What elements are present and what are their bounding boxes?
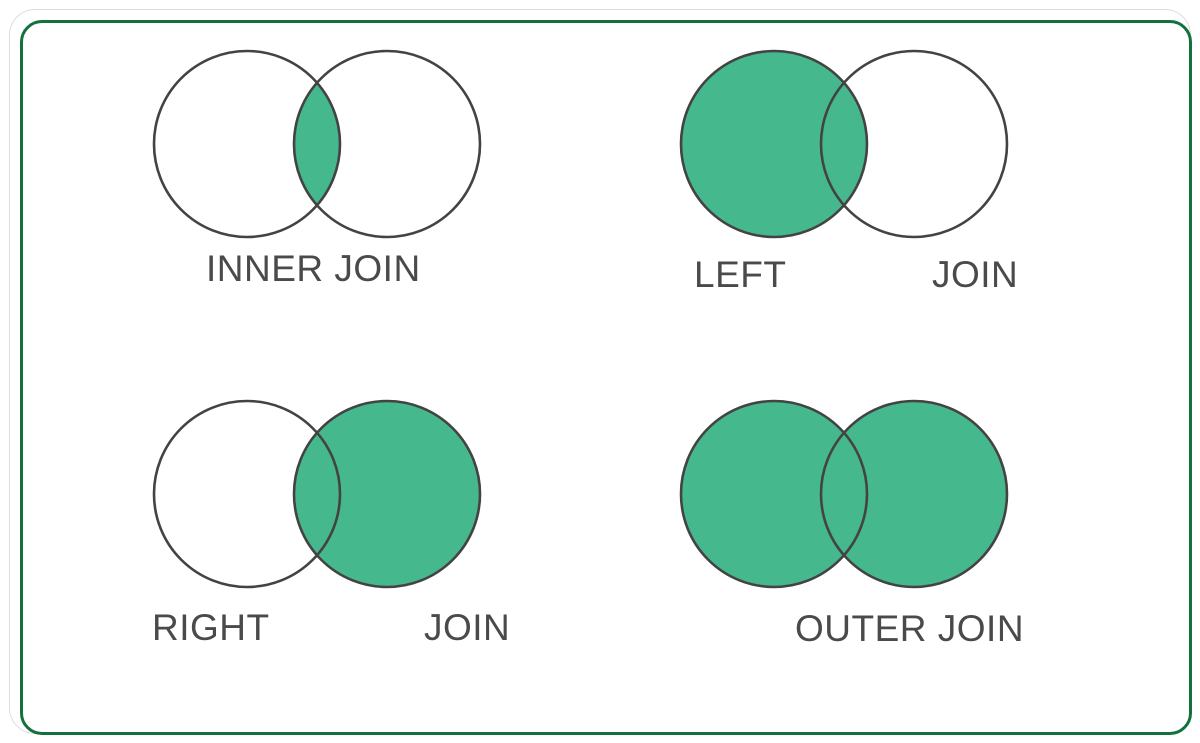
left-circle-outline: [679, 399, 869, 589]
venn-svg-left-join: [679, 49, 1009, 239]
venn-panel-left-join: [679, 46, 1009, 242]
label-right-word: RIGHT: [152, 607, 270, 648]
left-circle: [154, 401, 340, 587]
venn-svg-right-join: [152, 399, 482, 589]
right-circle: [821, 401, 1007, 587]
left-circle-outline: [152, 49, 342, 239]
right-circle-outline: [292, 399, 482, 589]
left-circle: [681, 51, 867, 237]
venn-panel-outer-join: [679, 396, 1009, 592]
venn-svg-outer-join: [679, 399, 1009, 589]
right-circle: [294, 401, 480, 587]
right-circle-outline: [819, 49, 1009, 239]
left-circle-outline: [152, 399, 342, 589]
right-circle: [294, 51, 480, 237]
label-outer-join: OUTER JOIN: [795, 608, 1025, 649]
left-circle-outline: [679, 49, 869, 239]
venn-panel-right-join: [152, 396, 482, 592]
label-inner-join: INNER JOIN: [206, 248, 421, 289]
right-circle-outline: [819, 399, 1009, 589]
left-circle: [154, 51, 340, 237]
label-left-join-word: JOIN: [932, 254, 1019, 295]
right-circle: [821, 51, 1007, 237]
label-left-word: LEFT: [694, 254, 787, 295]
left-circle: [681, 401, 867, 587]
right-circle-outline: [292, 49, 482, 239]
venn-panel-inner-join: [152, 46, 482, 242]
venn-svg-inner-join: [152, 49, 482, 239]
label-right-join-word: JOIN: [424, 607, 511, 648]
